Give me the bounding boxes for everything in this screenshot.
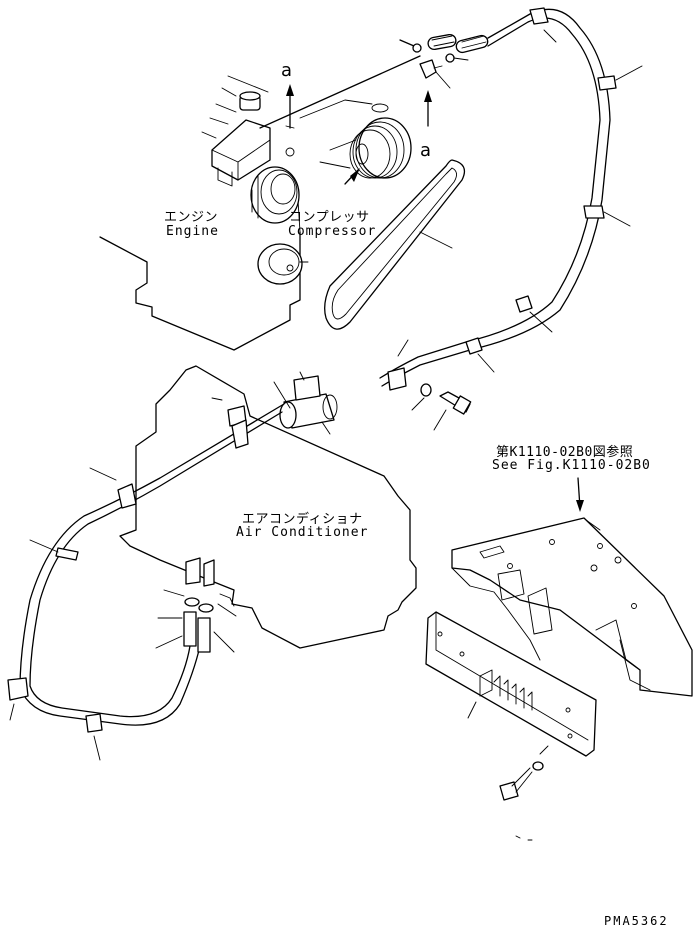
engine-label-ja: エンジン [164,210,219,225]
bolt-right [411,383,472,431]
engine-outline [99,199,301,351]
top-hoses [259,33,489,129]
reference-label-en: See Fig.K1110-02B0 [492,458,651,473]
leader-belt [419,231,453,249]
refrigerant-pipe-left [19,403,285,726]
compressor [299,99,412,179]
drawing-id: PMA5362 [604,914,669,928]
ac-fittings [155,557,237,653]
cover-bolt [499,745,549,841]
marker-a-upper: a [281,60,293,81]
reference-label-ja: 第K1110-02B0図参照 [496,445,634,460]
compressor-label-ja: コンプレッサ [289,210,370,225]
air-conditioner-label-en: Air Conditioner [236,525,369,540]
compressor-label-en: Compressor [288,224,377,239]
engine-fan-pulley [257,243,309,285]
compressor-pointer-head [350,168,360,182]
pipe-clamps-right [387,7,643,391]
receiver-dryer [273,371,338,435]
v-belt [324,159,466,330]
refrigerant-pipe-right [379,8,611,387]
engine-label-en: Engine [166,224,219,239]
engine-pulley [250,166,300,224]
arrows-a [286,84,432,129]
air-conditioner-outline [119,365,417,649]
pipe-clamps-left [7,397,249,761]
marker-a-lower: a [420,140,432,161]
air-conditioner-label-ja: エアコンディショナ [242,512,363,527]
engine-pump-body [201,75,295,187]
cover-panel [425,611,597,757]
mounting-frame [451,477,693,697]
